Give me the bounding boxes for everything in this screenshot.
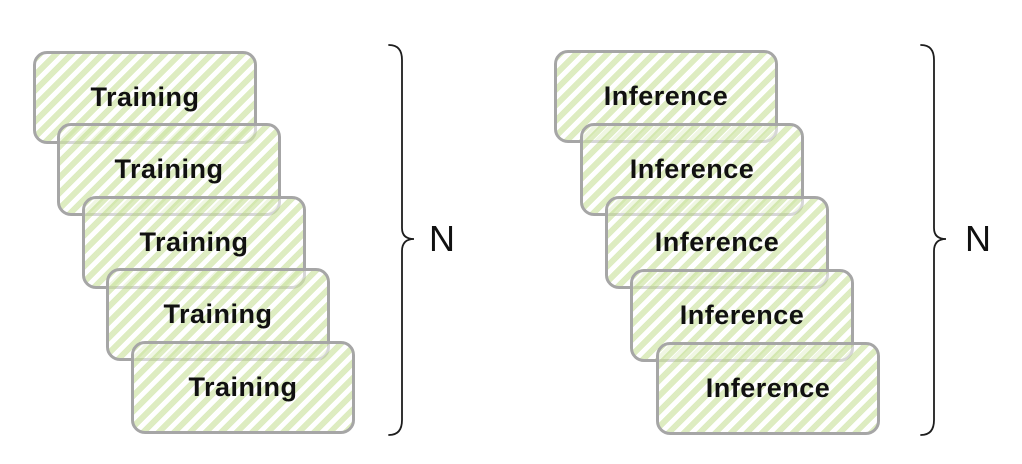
training-box: Training	[33, 51, 257, 144]
inference-box-label: Inference	[705, 373, 831, 403]
inference-box: Inference	[656, 342, 880, 435]
training-box: Training	[131, 341, 355, 434]
training-box-label: Training	[139, 227, 249, 257]
inference-box-label: Inference	[629, 154, 755, 184]
training-count-label: N	[429, 218, 455, 259]
inference-box-label: Inference	[603, 81, 729, 111]
training-box-label: Training	[188, 372, 298, 402]
training-box-label: Training	[90, 82, 200, 112]
inference-count-brace-icon	[920, 44, 947, 436]
inference-box-label: Inference	[654, 227, 780, 257]
inference-box-label: Inference	[679, 300, 805, 330]
training-box-label: Training	[114, 154, 224, 184]
inference-count-label: N	[965, 218, 991, 259]
training-box-label: Training	[163, 299, 273, 329]
training-count-brace-icon	[388, 44, 415, 436]
